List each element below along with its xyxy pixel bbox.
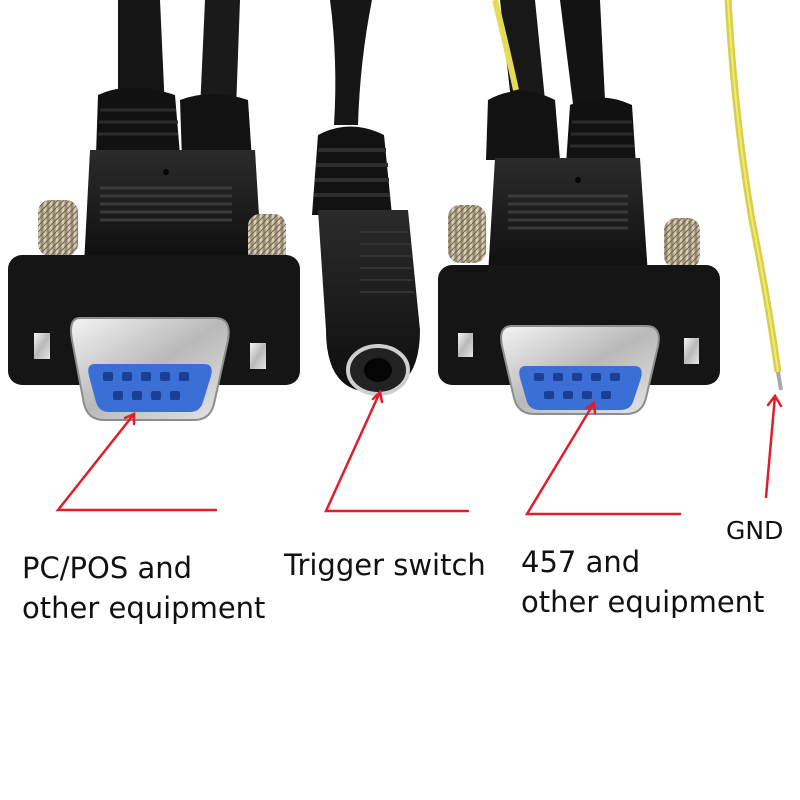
label-457-line2: other equipment [521, 585, 765, 619]
label-pc-pos-line2: other equipment [22, 591, 266, 625]
cable [330, 0, 372, 125]
cable [200, 0, 240, 110]
yellow-wire [492, 0, 519, 91]
thumb-screw [448, 205, 486, 263]
cable [560, 0, 606, 120]
label-pc-pos: PC/POS and other equipment [22, 548, 265, 628]
thumb-screw [664, 218, 700, 268]
connector-hood [488, 158, 648, 275]
label-trigger-line1: Trigger switch [284, 548, 486, 582]
label-gnd: GND [726, 511, 783, 551]
label-457-line1: 457 and [521, 545, 641, 579]
audio-jack-connector [312, 0, 420, 396]
label-457-equipment: 457 and other equipment [521, 542, 764, 622]
pin-insert [519, 366, 642, 410]
label-gnd-line1: GND [726, 516, 784, 545]
strain-relief [312, 126, 392, 215]
annotation-arrows [55, 389, 783, 516]
pin-insert [88, 364, 212, 412]
label-pc-pos-line1: PC/POS and [22, 551, 193, 585]
arrow-pc-pos [55, 412, 218, 512]
arrow-trigger [324, 390, 470, 513]
thumb-screw [248, 214, 286, 264]
ground-wire [724, 0, 783, 391]
thumb-screw [38, 200, 78, 256]
strain-relief [566, 97, 636, 165]
db9-connector-right [438, 0, 720, 415]
connector-hood [84, 150, 262, 265]
db9-connector-left [8, 0, 300, 421]
strain-relief [180, 94, 252, 160]
cable [118, 0, 165, 110]
label-trigger-switch: Trigger switch [284, 545, 486, 585]
arrow-gnd [764, 394, 777, 499]
arrow-457 [524, 401, 682, 516]
strain-relief [486, 91, 560, 160]
